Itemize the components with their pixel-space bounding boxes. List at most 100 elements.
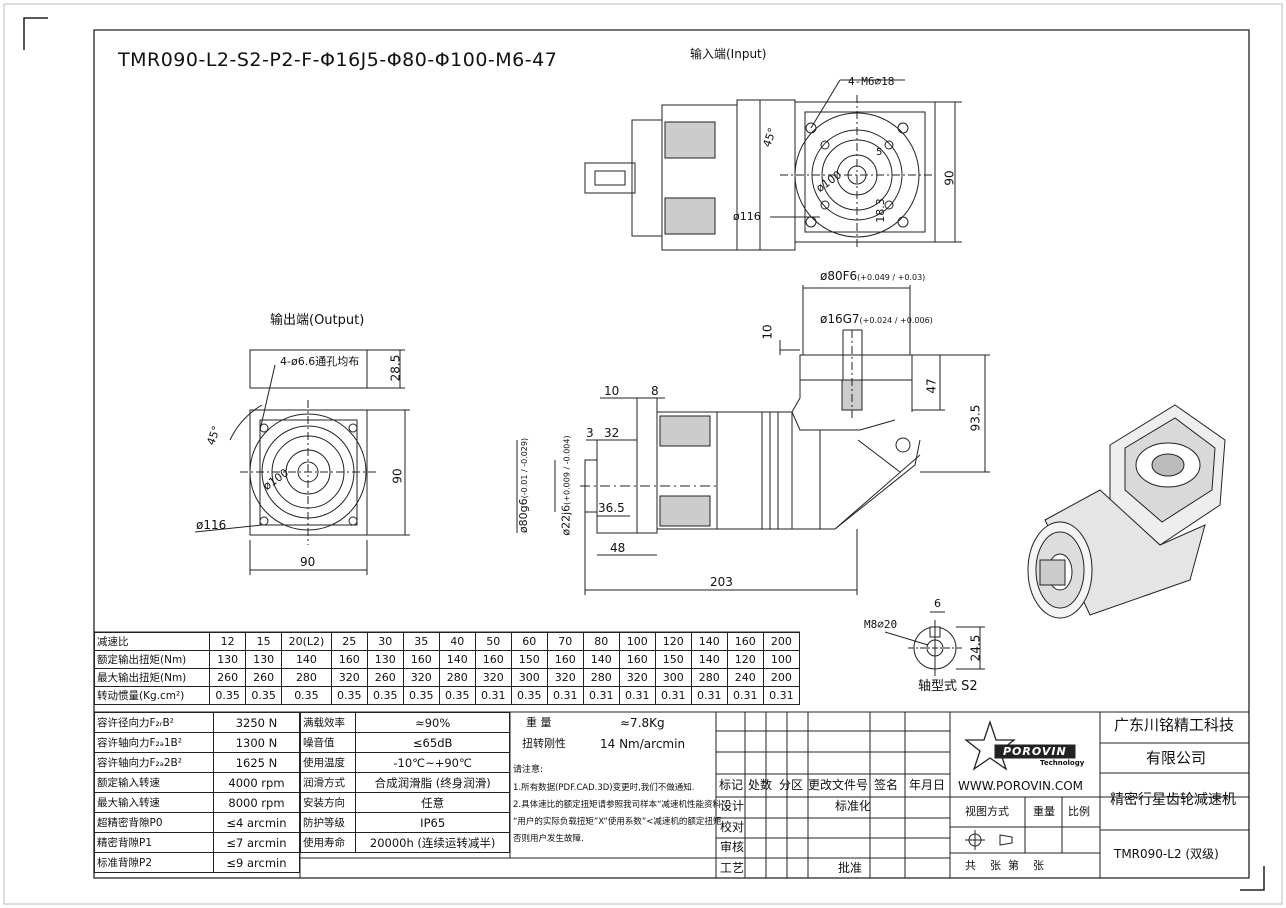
note-line-3: “用户的实际负载扭矩”X“使用系数”<减速机的额定扭矩, — [513, 817, 725, 827]
ratio-table-cell: 0.31 — [654, 686, 692, 705]
params-mid-row: 噪音值≤65dB — [299, 732, 510, 753]
ratio-table-cell: 280 — [281, 668, 332, 687]
ratio-table-cell: 140 — [438, 650, 476, 669]
params-mid-cell: 任意 — [355, 792, 510, 813]
params-mid-cell: 使用寿命 — [299, 832, 357, 853]
ratio-table-cell: 0.31 — [762, 686, 801, 705]
ratio-table-cell: 260 — [245, 668, 283, 687]
ratio-table-cell: 15 — [245, 632, 283, 651]
dim-top-90: 90 — [942, 170, 957, 186]
ratio-table-cell: 300 — [510, 668, 548, 687]
inner-border — [94, 30, 1249, 878]
params-left-row: 标准背隙P2≤9 arcmin — [94, 852, 301, 873]
ratio-table-cell: 0.31 — [618, 686, 656, 705]
params-left-cell: 精密背隙P1 — [94, 832, 214, 853]
ratio-table-cell: 120 — [654, 632, 692, 651]
params-mid-row: 安装方向任意 — [299, 792, 510, 813]
ratio-table-cell: 160 — [474, 650, 512, 669]
ratio-table-cell: 80 — [582, 632, 620, 651]
weight-label: 重 量 — [526, 716, 552, 729]
params-left-cell: ≤7 arcmin — [212, 832, 301, 853]
note-line-2: 2.具体速比的额定扭矩请参照我司样本“减速机性能资料”; — [513, 800, 729, 810]
ratio-table-cell: 320 — [402, 668, 440, 687]
dim-side-935: 93.5 — [968, 404, 983, 432]
logo-text: POROVIN — [1003, 745, 1067, 758]
params-mid-row: 满载效率≈90% — [299, 712, 510, 733]
ratio-table-cell: 0.35 — [330, 686, 368, 705]
params-left-cell: ≤4 arcmin — [212, 812, 301, 833]
dim-out-285: 28.5 — [388, 354, 403, 382]
dim-side-22j6-value: ø22j6 — [559, 504, 573, 536]
dim-top-183: 18.3 — [873, 198, 887, 223]
params-left-cell: 最大输入转速 — [94, 792, 214, 813]
ratio-table-cell: 0.31 — [582, 686, 620, 705]
params-left-cell: ≤9 arcmin — [212, 852, 301, 873]
scale-header: 比例 — [1068, 805, 1090, 818]
dim-out-90v: 90 — [390, 468, 405, 484]
ratio-table-cell: 150 — [654, 650, 692, 669]
params-mid-cell: 润滑方式 — [299, 772, 357, 793]
projection-symbol-icon — [965, 830, 1012, 850]
params-left-cell: 额定输入转速 — [94, 772, 214, 793]
rev-audit: 审核 — [720, 840, 745, 854]
ratio-table-cell: 35 — [402, 632, 440, 651]
output-view-label: 输出端(Output) — [270, 313, 365, 328]
params-left-cell: 4000 rpm — [212, 772, 301, 793]
params-left-cell: 8000 rpm — [212, 792, 301, 813]
dim-side-80f6-value: ø80F6 — [820, 269, 858, 283]
stiffness-label: 扭转刚性 — [522, 737, 566, 750]
dim-side-8: 8 — [651, 384, 659, 398]
ratio-table-cell: 140 — [582, 650, 620, 669]
ratio-table-cell: 20(L2) — [281, 632, 332, 651]
ratio-table-cell: 300 — [654, 668, 692, 687]
ratio-table-cell: 40 — [438, 632, 476, 651]
ratio-table-cell: 140 — [281, 650, 332, 669]
dim-side-10: 10 — [604, 384, 620, 398]
params-mid-cell: -10℃~+90℃ — [355, 752, 510, 773]
corner-mark — [24, 18, 48, 50]
params-mid-cell: ≈90% — [355, 712, 510, 733]
side-view — [517, 285, 990, 595]
params-mid-row: 润滑方式合成润滑脂 (终身润滑) — [299, 772, 510, 793]
dim-side-3: 3 — [586, 426, 594, 440]
rev-header-mark: 标记 — [719, 778, 744, 792]
ratio-table-cell: 0.35 — [245, 686, 283, 705]
rev-header-date: 年月日 — [909, 778, 946, 792]
notes-title: 请注意: — [513, 765, 544, 775]
dim-top-bolt: 4-M6⌀18 — [848, 75, 895, 88]
rev-header-count: 处数 — [748, 778, 773, 792]
ratio-table-cell: 320 — [474, 668, 512, 687]
ratio-table-cell: 100 — [762, 650, 801, 669]
corner-mark — [1240, 866, 1264, 890]
dim-side-10v: 10 — [760, 324, 775, 340]
ratio-table-cell: 0.35 — [209, 686, 247, 705]
dim-top-116: ø116 — [733, 210, 761, 223]
input-view-label: 输入端(Input) — [690, 47, 767, 61]
params-left-cell: 1300 N — [212, 732, 301, 753]
ratio-table-cell: 0.35 — [402, 686, 440, 705]
shaft-section — [885, 612, 985, 676]
ratio-table-cell: 额定输出扭矩(Nm) — [93, 650, 211, 669]
dim-side-47: 47 — [924, 378, 939, 394]
rev-standard: 标准化 — [835, 799, 872, 813]
rev-check: 校对 — [720, 820, 745, 834]
params-left-row: 精密背隙P1≤7 arcmin — [94, 832, 301, 853]
rev-header-sign: 签名 — [874, 778, 899, 792]
weight-value: ≈7.8Kg — [620, 716, 665, 730]
params-mid-cell: 合成润滑脂 (终身润滑) — [355, 772, 510, 793]
ratio-table-cell: 0.35 — [438, 686, 476, 705]
ratio-table-cell: 130 — [366, 650, 404, 669]
dim-side-203: 203 — [710, 575, 733, 589]
ratio-table-cell: 60 — [510, 632, 548, 651]
params-left-cell: 3250 N — [212, 712, 301, 733]
dim-side-80g6-value: ø80g6 — [517, 498, 531, 534]
params-left-cell: 容许轴向力F₂ₐ1B² — [94, 732, 214, 753]
ratio-table-cell: 0.31 — [474, 686, 512, 705]
